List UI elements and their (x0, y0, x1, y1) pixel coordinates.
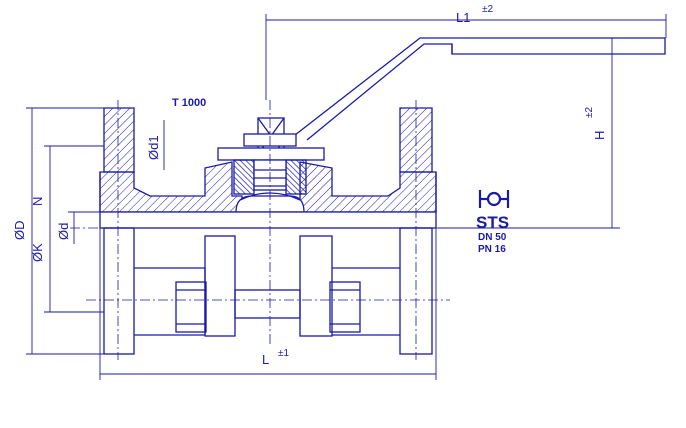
dim-d-label: ØD (12, 221, 27, 241)
dim-h-tolerance: ±2 (584, 107, 595, 118)
dim-n-label: N (30, 197, 45, 206)
lever-handle (294, 37, 666, 141)
dim-l1-label: L1 (456, 10, 470, 25)
model-label: T 1000 (172, 97, 206, 109)
valve-body-section (99, 107, 437, 213)
dim-d1-label: Ød1 (146, 135, 161, 160)
brand-name: STS (476, 213, 509, 232)
dimension-lines (26, 14, 667, 380)
dim-l1-tolerance: ±2 (482, 4, 493, 15)
valve-body-lower (99, 211, 437, 355)
dim-l-label: L (262, 352, 269, 367)
dim-k-label: ØK (30, 243, 45, 262)
dim-d-bore-label: Ød (56, 223, 71, 240)
spec-dn: DN 50 (478, 232, 507, 243)
spec-pn: PN 16 (478, 244, 506, 255)
stem-assembly (217, 117, 325, 195)
dim-h-label: H (592, 131, 607, 140)
center-lines (70, 100, 470, 360)
sts-logo-icon (478, 190, 510, 208)
dim-l-tolerance: ±1 (278, 348, 289, 359)
